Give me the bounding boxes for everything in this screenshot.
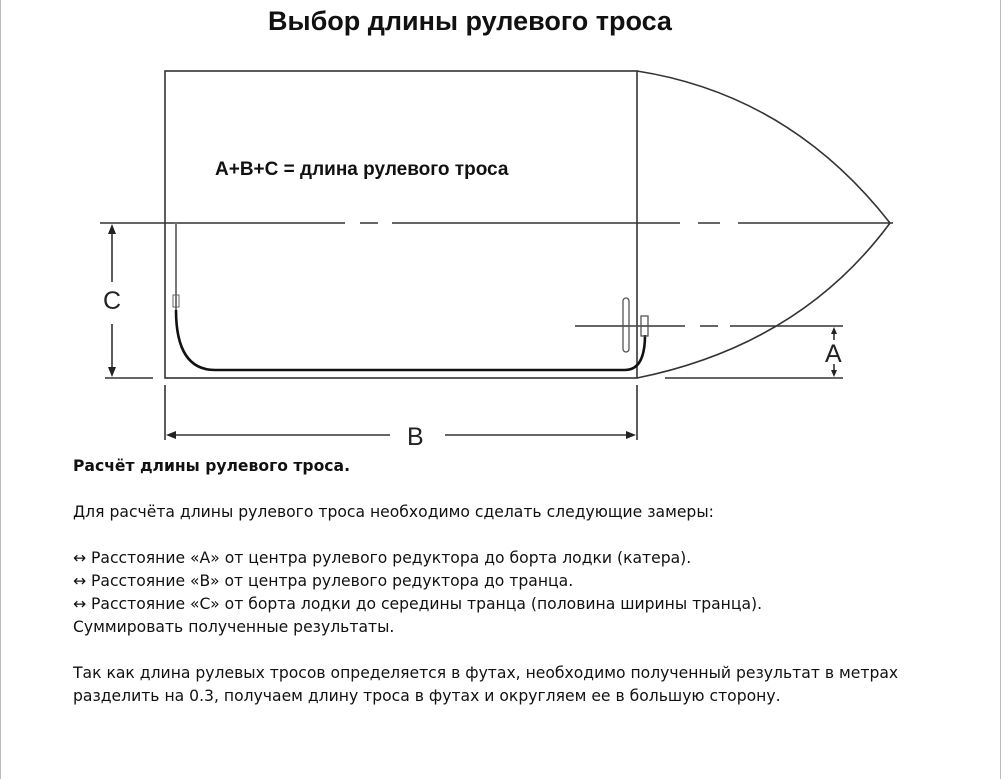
arrowheads	[108, 224, 837, 439]
label-b: B	[407, 423, 424, 450]
steering-cable	[172, 223, 647, 372]
note-text: Так как длина рулевых тросов определяетс…	[73, 664, 899, 705]
description: Расчёт длины рулевого троса. Для расчёта…	[73, 455, 953, 708]
summary-text: Суммировать полученные результаты.	[73, 618, 395, 636]
boat-diagram: C B A A+B+C = длина рулевого троса	[100, 70, 893, 450]
label-c: C	[103, 287, 121, 315]
intro-text: Для расчёта длины рулевого троса необход…	[73, 503, 714, 521]
left-border	[0, 0, 1, 779]
measure-item-c: ↔ Расстояние «C» от борта лодки до серед…	[73, 595, 763, 613]
label-a: A	[825, 340, 842, 368]
measure-item-a: ↔ Расстояние «A» от центра рулевого реду…	[73, 549, 692, 567]
page-title: Выбор длины рулевого троса	[268, 6, 672, 36]
bow-upper-curve	[636, 70, 891, 224]
formula: A+B+C = длина рулевого троса	[215, 159, 509, 180]
steering-helm	[622, 297, 649, 353]
section-heading: Расчёт длины рулевого троса.	[73, 457, 350, 475]
boat-hull-rect	[164, 70, 638, 379]
bow-lower-curve	[636, 222, 891, 379]
measure-item-b: ↔ Расстояние «B» от центра рулевого реду…	[73, 572, 574, 590]
